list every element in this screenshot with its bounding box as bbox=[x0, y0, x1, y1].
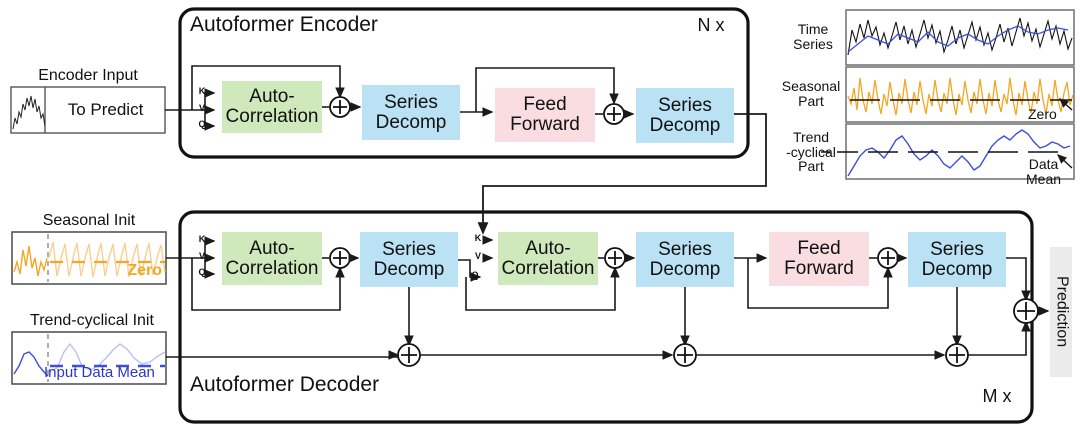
decoder-qkv-wires-2 bbox=[482, 235, 494, 263]
dec-ff-box[interactable] bbox=[769, 232, 869, 286]
wire-dec-residual-1 bbox=[191, 258, 345, 311]
encoder-qkv-wires bbox=[204, 88, 216, 131]
wire-seasonal-out bbox=[1006, 257, 1031, 302]
enc-ff-box[interactable] bbox=[495, 88, 595, 142]
dec-decomp-1-box[interactable] bbox=[360, 232, 458, 287]
dec-autocorr-2-box[interactable] bbox=[498, 232, 598, 285]
legend-plot-trend bbox=[821, 123, 1075, 180]
dec-decomp-2-box[interactable] bbox=[636, 232, 734, 287]
dec-autocorr-1-box[interactable] bbox=[222, 232, 322, 285]
decoder-qkv-wires-1 bbox=[204, 236, 216, 279]
dec-decomp-3-box[interactable] bbox=[908, 232, 1006, 287]
encoder-container bbox=[178, 7, 750, 159]
wire-dec-decomp1-q bbox=[458, 259, 482, 282]
wire-enc-residual-2 bbox=[475, 67, 619, 112]
legend-plot-time-series bbox=[845, 9, 1075, 66]
enc-decomp-2-box[interactable] bbox=[636, 88, 734, 143]
enc-decomp-1-box[interactable] bbox=[362, 85, 460, 140]
wire-enc-residual-1 bbox=[191, 65, 345, 110]
encoder-input-box bbox=[10, 86, 166, 134]
wire-encoder-to-decoder bbox=[477, 113, 767, 235]
wire-trend-out bbox=[968, 320, 1031, 356]
legend-arrow-datamean bbox=[1056, 154, 1073, 169]
legend-arrow-zero bbox=[1058, 98, 1073, 111]
wire-dec-residual-2 bbox=[465, 266, 620, 311]
seasonal-init-box bbox=[11, 231, 167, 285]
enc-autocorr-box[interactable] bbox=[222, 81, 322, 133]
legend-plot-seasonal bbox=[845, 66, 1075, 123]
trend-init-box bbox=[11, 331, 167, 385]
wire-dec-residual-3 bbox=[747, 258, 893, 309]
